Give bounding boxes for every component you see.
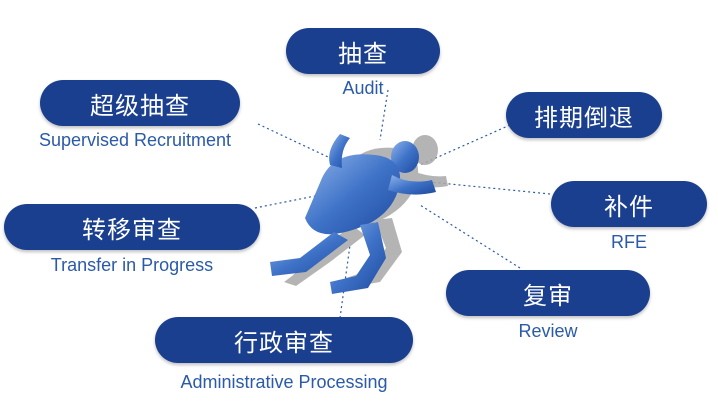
node-admin-subtitle: Administrative Processing: [180, 372, 388, 392]
node-review-label: 复审: [523, 281, 573, 310]
connector-audit: [379, 89, 389, 141]
node-rfe-subtitle: RFE: [611, 232, 647, 252]
node-review: 复审: [446, 270, 650, 316]
node-admin: 行政审查: [155, 317, 413, 363]
node-audit-subtitle: Audit: [342, 78, 384, 98]
node-audit-label: 抽查: [338, 39, 388, 68]
connector-review: [419, 204, 521, 269]
node-supervised-subtitle: Supervised Recruitment: [38, 130, 232, 150]
connector-transfer: [254, 194, 321, 209]
node-reschedule-label: 排期倒退: [534, 103, 634, 132]
node-rfe-label: 补件: [604, 192, 654, 221]
node-supervised-label: 超级抽查: [90, 91, 190, 120]
node-reschedule: 排期倒退: [506, 92, 662, 138]
node-transfer: 转移审查: [4, 204, 260, 250]
node-rfe: 补件: [551, 181, 707, 227]
connector-reschedule: [419, 124, 511, 166]
node-review-subtitle: Review: [518, 321, 578, 341]
node-supervised: 超级抽查: [40, 80, 240, 126]
node-audit: 抽查: [286, 28, 440, 74]
node-transfer-label: 转移审查: [82, 215, 182, 244]
node-transfer-subtitle: Transfer in Progress: [50, 255, 214, 275]
runner-figure: [270, 134, 436, 294]
node-admin-label: 行政审查: [234, 328, 334, 357]
connector-rfe: [429, 181, 551, 195]
